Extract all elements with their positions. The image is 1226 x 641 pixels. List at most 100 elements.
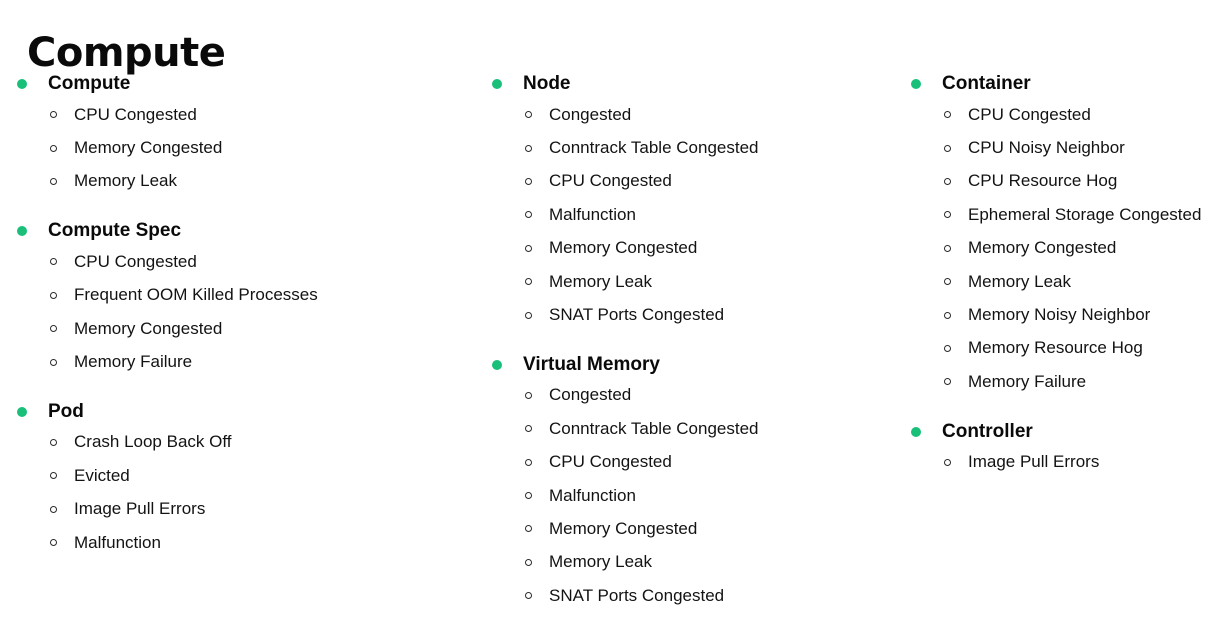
list-item[interactable]: CPU Resource Hog bbox=[908, 165, 1226, 198]
list-item[interactable]: Memory Failure bbox=[14, 345, 476, 378]
hollow-circle-bullet-icon bbox=[944, 378, 951, 386]
hollow-circle-bullet-icon bbox=[50, 144, 57, 152]
group-header-virtual-memory[interactable]: Virtual Memory bbox=[489, 351, 894, 379]
group-header-node[interactable]: Node bbox=[489, 70, 894, 98]
group-title: Controller bbox=[942, 420, 1033, 442]
list-item-label: CPU Congested bbox=[968, 104, 1091, 124]
hollow-circle-bullet-icon bbox=[944, 244, 951, 252]
list-item-label: Image Pull Errors bbox=[968, 452, 1100, 472]
list-item[interactable]: Conntrack Table Congested bbox=[489, 131, 894, 164]
list-item[interactable]: Frequent OOM Killed Processes bbox=[14, 279, 476, 312]
list-item[interactable]: CPU Congested bbox=[489, 165, 894, 198]
list-item[interactable]: Memory Failure bbox=[908, 365, 1226, 398]
hollow-circle-bullet-icon bbox=[525, 311, 532, 319]
list-item[interactable]: CPU Congested bbox=[908, 98, 1226, 131]
list-item[interactable]: Memory Congested bbox=[908, 232, 1226, 265]
hollow-circle-bullet-icon bbox=[525, 244, 532, 252]
list-item[interactable]: Conntrack Table Congested bbox=[489, 412, 894, 445]
list-item[interactable]: Malfunction bbox=[489, 198, 894, 231]
list-item[interactable]: Memory Leak bbox=[908, 265, 1226, 298]
list-item[interactable]: Memory Noisy Neighbor bbox=[908, 298, 1226, 331]
list-item[interactable]: Congested bbox=[489, 379, 894, 412]
list-item-label: Malfunction bbox=[549, 485, 636, 505]
hollow-circle-bullet-icon bbox=[944, 458, 951, 466]
list-item-label: CPU Congested bbox=[549, 171, 672, 191]
list-item-label: Memory Resource Hog bbox=[968, 338, 1143, 358]
list-item[interactable]: Memory Congested bbox=[489, 512, 894, 545]
list-item-label: Memory Noisy Neighbor bbox=[968, 305, 1151, 325]
hollow-circle-bullet-icon bbox=[525, 525, 532, 533]
hollow-circle-bullet-icon bbox=[50, 111, 57, 119]
hollow-circle-bullet-icon bbox=[50, 291, 57, 299]
list-item[interactable]: Image Pull Errors bbox=[14, 493, 476, 526]
list-item[interactable]: Memory Leak bbox=[489, 546, 894, 579]
hollow-circle-bullet-icon bbox=[50, 505, 57, 513]
group-title: Virtual Memory bbox=[523, 353, 660, 375]
list-item-label: Memory Failure bbox=[74, 352, 193, 372]
list-item-label: SNAT Ports Congested bbox=[549, 585, 725, 605]
list-item[interactable]: Evicted bbox=[14, 459, 476, 492]
list-item[interactable]: Memory Leak bbox=[14, 165, 476, 198]
list-item[interactable]: Congested bbox=[489, 98, 894, 131]
group-header-pod[interactable]: Pod bbox=[14, 398, 476, 426]
hollow-circle-bullet-icon bbox=[525, 592, 532, 600]
hollow-circle-bullet-icon bbox=[525, 492, 532, 500]
list-item-label: Memory Leak bbox=[549, 271, 652, 291]
list-item[interactable]: Crash Loop Back Off bbox=[14, 426, 476, 459]
list-item[interactable]: CPU Noisy Neighbor bbox=[908, 131, 1226, 164]
list-item[interactable]: Ephemeral Storage Congested bbox=[908, 198, 1226, 231]
list-item[interactable]: Memory Congested bbox=[14, 312, 476, 345]
group-header-compute[interactable]: Compute bbox=[14, 70, 476, 98]
hollow-circle-bullet-icon bbox=[525, 458, 532, 466]
list-item[interactable]: CPU Congested bbox=[14, 245, 476, 278]
filled-circle-bullet-icon bbox=[492, 79, 502, 89]
list-item-label: Malfunction bbox=[549, 204, 636, 224]
filled-circle-bullet-icon bbox=[492, 359, 502, 370]
list-item[interactable]: Image Pull Errors bbox=[908, 446, 1226, 479]
list-item[interactable]: SNAT Ports Congested bbox=[489, 579, 894, 612]
hollow-circle-bullet-icon bbox=[944, 111, 951, 119]
filled-circle-bullet-icon bbox=[911, 426, 921, 437]
list-item[interactable]: CPU Congested bbox=[14, 98, 476, 131]
group-header-compute-spec[interactable]: Compute Spec bbox=[14, 217, 476, 245]
list-item[interactable]: Memory Congested bbox=[14, 131, 476, 164]
list-item[interactable]: Malfunction bbox=[14, 526, 476, 559]
hollow-circle-bullet-icon bbox=[50, 358, 57, 366]
hollow-circle-bullet-icon bbox=[944, 177, 951, 185]
list-item-label: Congested bbox=[549, 385, 632, 405]
list-item[interactable]: SNAT Ports Congested bbox=[489, 298, 894, 331]
list-item[interactable]: Memory Resource Hog bbox=[908, 332, 1226, 365]
hollow-circle-bullet-icon bbox=[525, 391, 532, 399]
list-item[interactable]: Memory Congested bbox=[489, 232, 894, 265]
list-item[interactable]: Malfunction bbox=[489, 479, 894, 512]
hollow-circle-bullet-icon bbox=[525, 278, 532, 286]
list-item-label: Evicted bbox=[74, 465, 130, 485]
hollow-circle-bullet-icon bbox=[50, 539, 57, 547]
group-title: Container bbox=[942, 73, 1031, 94]
hollow-circle-bullet-icon bbox=[944, 311, 951, 319]
list-item-label: Memory Congested bbox=[74, 318, 223, 338]
group-header-container[interactable]: Container bbox=[908, 70, 1226, 98]
group-header-controller[interactable]: Controller bbox=[908, 418, 1226, 446]
list-item-label: Memory Leak bbox=[968, 271, 1071, 291]
list-item-label: Memory Leak bbox=[549, 552, 652, 572]
list-item-label: Crash Loop Back Off bbox=[74, 432, 232, 452]
group-title: Pod bbox=[48, 400, 84, 422]
list-item[interactable]: Memory Leak bbox=[489, 265, 894, 298]
list-item[interactable]: CPU Congested bbox=[489, 446, 894, 479]
list-item-label: Congested bbox=[549, 104, 632, 124]
filled-circle-bullet-icon bbox=[17, 226, 27, 237]
list-item-label: Conntrack Table Congested bbox=[549, 418, 759, 438]
hollow-circle-bullet-icon bbox=[525, 425, 532, 433]
list-item-label: CPU Resource Hog bbox=[968, 171, 1118, 191]
hollow-circle-bullet-icon bbox=[50, 258, 57, 266]
list-item-label: Memory Congested bbox=[549, 238, 698, 258]
list-item-label: SNAT Ports Congested bbox=[549, 305, 725, 325]
